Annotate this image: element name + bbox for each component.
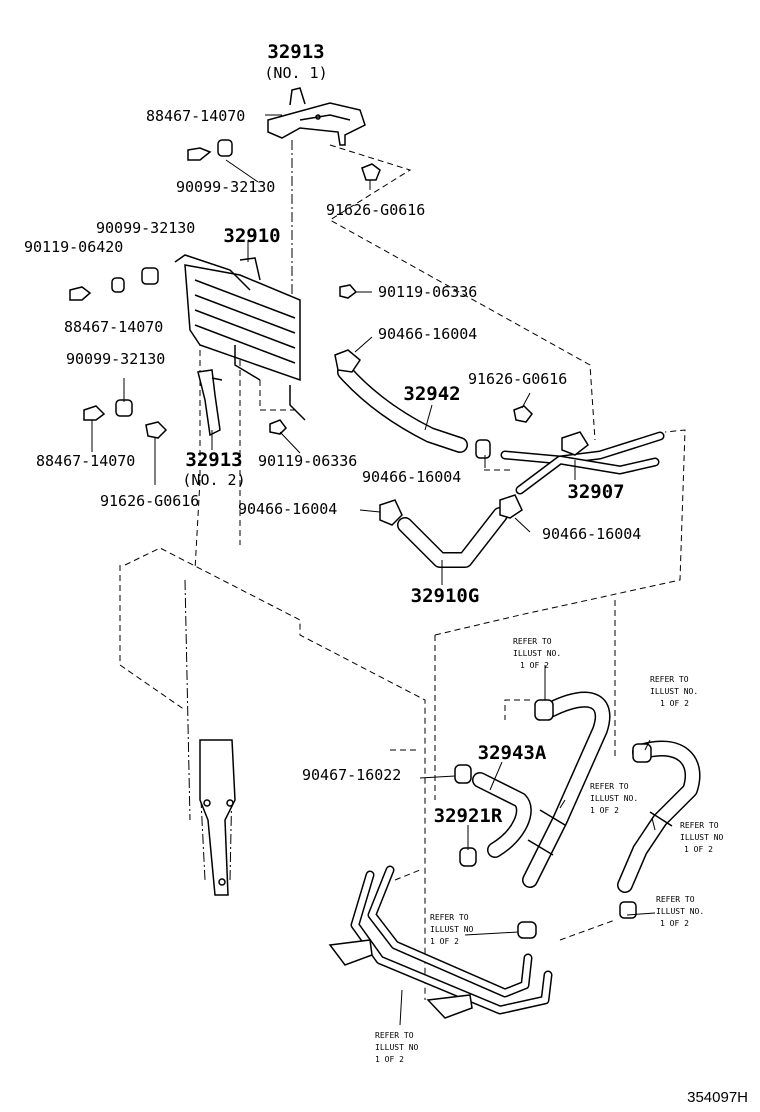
callout-32907: 32907	[567, 481, 624, 503]
labels: 32913 (NO. 1) 32910 32913 (NO. 2) 32942 …	[24, 41, 748, 1106]
svg-text:ILLUST NO.: ILLUST NO.	[656, 907, 704, 916]
callout-32943a: 32943A	[478, 742, 547, 764]
label-nut-top-right: 91626-G0616	[326, 201, 425, 219]
svg-text:1 OF 2: 1 OF 2	[684, 845, 713, 854]
svg-text:1 OF 2: 1 OF 2	[430, 937, 459, 946]
oil-cooler	[174, 254, 306, 421]
diagram-id: 354097H	[687, 1089, 748, 1106]
refer-note-1: REFER TO ILLUST NO. 1 OF 2	[513, 637, 561, 670]
callout-32913-no2: 32913	[185, 449, 242, 471]
hose-32942	[334, 349, 468, 453]
svg-text:REFER TO: REFER TO	[680, 821, 719, 830]
bracket-no1	[267, 87, 366, 146]
svg-text:REFER TO: REFER TO	[375, 1031, 414, 1040]
refer-note-2: REFER TO ILLUST NO. 1 OF 2	[650, 675, 698, 708]
svg-text:ILLUST NO: ILLUST NO	[430, 925, 474, 934]
callout-32913-no1-sub: (NO. 1)	[264, 64, 327, 82]
callout-32910g: 32910G	[411, 585, 480, 607]
svg-text:1 OF 2: 1 OF 2	[375, 1055, 404, 1064]
bracket-lower-left	[199, 739, 236, 896]
label-clip-right: 90466-16004	[542, 525, 641, 543]
label-clip-left: 90466-16004	[238, 500, 337, 518]
refer-note-5: REFER TO ILLUST NO. 1 OF 2	[656, 895, 704, 928]
guide-lines	[119, 140, 686, 1000]
callout-32921r: 32921R	[434, 805, 503, 827]
callout-32913-no2-sub: (NO. 2)	[182, 471, 245, 489]
hardware	[69, 139, 533, 439]
svg-text:ILLUST NO.: ILLUST NO.	[590, 794, 638, 803]
callout-32913-no1: 32913	[267, 41, 324, 63]
refer-note-6: REFER TO ILLUST NO 1 OF 2	[430, 913, 474, 946]
callout-32942: 32942	[403, 383, 460, 405]
refer-note-7: REFER TO ILLUST NO 1 OF 2	[375, 1031, 419, 1064]
label-clip-upper: 90466-16004	[378, 325, 477, 343]
refer-note-3: REFER TO ILLUST NO. 1 OF 2	[590, 782, 638, 815]
label-bolt-low-center: 90119-06336	[258, 452, 357, 470]
svg-text:REFER TO: REFER TO	[430, 913, 469, 922]
svg-text:REFER TO: REFER TO	[656, 895, 695, 904]
svg-text:1 OF 2: 1 OF 2	[520, 661, 549, 670]
lower-hoses	[328, 691, 701, 1019]
svg-text:1 OF 2: 1 OF 2	[660, 919, 689, 928]
label-clip-lower: 90467-16022	[302, 766, 401, 784]
label-nut-mid-right: 91626-G0616	[468, 370, 567, 388]
hose-32910g	[379, 494, 523, 568]
svg-text:ILLUST NO: ILLUST NO	[375, 1043, 419, 1052]
svg-text:REFER TO: REFER TO	[590, 782, 629, 791]
label-bolt-top: 88467-14070	[146, 107, 245, 125]
label-bolt-low: 88467-14070	[36, 452, 135, 470]
label-spacer-low: 90099-32130	[66, 350, 165, 368]
bracket-no2	[197, 369, 223, 437]
label-bolt-mid-left: 90119-06420	[24, 238, 123, 256]
refer-note-4: REFER TO ILLUST NO 1 OF 2	[680, 821, 724, 854]
label-spacer-top: 90099-32130	[176, 178, 275, 196]
svg-text:1 OF 2: 1 OF 2	[660, 699, 689, 708]
label-bolt-mid-right: 90119-06336	[378, 283, 477, 301]
label-nut-low: 91626-G0616	[100, 492, 199, 510]
leader-lines	[91, 114, 656, 1026]
tube-32907	[475, 431, 665, 495]
label-clip-mid: 90466-16004	[362, 468, 461, 486]
svg-text:REFER TO: REFER TO	[513, 637, 552, 646]
svg-text:ILLUST NO.: ILLUST NO.	[513, 649, 561, 658]
label-bolt-mid: 88467-14070	[64, 318, 163, 336]
callout-32910: 32910	[223, 225, 280, 247]
svg-text:ILLUST NO.: ILLUST NO.	[650, 687, 698, 696]
svg-text:REFER TO: REFER TO	[650, 675, 689, 684]
svg-text:ILLUST NO: ILLUST NO	[680, 833, 724, 842]
svg-text:1 OF 2: 1 OF 2	[590, 806, 619, 815]
label-spacer-mid: 90099-32130	[96, 219, 195, 237]
